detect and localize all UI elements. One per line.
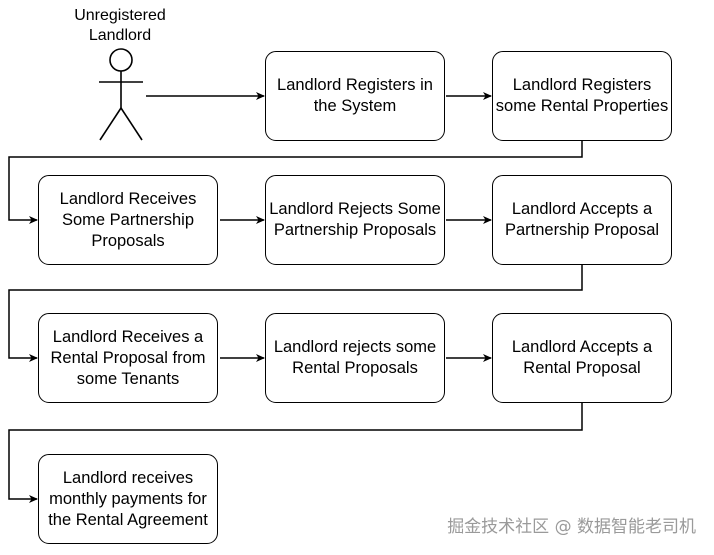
step-rejects-partnership-proposals: Landlord Rejects Some Partnership Propos… xyxy=(265,175,445,265)
step-label: Landlord Rejects Some Partnership Propos… xyxy=(269,200,441,239)
step-receives-monthly-payments: Landlord receives monthly payments for t… xyxy=(38,454,218,544)
actor-stick-figure-icon xyxy=(99,48,143,141)
step-label: Landlord receives monthly payments for t… xyxy=(48,468,208,529)
step-rejects-rental-proposals: Landlord rejects some Rental Proposals xyxy=(265,313,445,403)
step-accepts-rental-proposal: Landlord Accepts a Rental Proposal xyxy=(492,313,672,403)
actor-label: Unregistered Landlord xyxy=(50,6,190,46)
step-landlord-registers-properties: Landlord Registers some Rental Propertie… xyxy=(492,51,672,141)
watermark: 掘金技术社区 @ 数据智能老司机 xyxy=(447,517,696,537)
step-label: Landlord Accepts a Rental Proposal xyxy=(511,338,653,377)
arrow-step2-to-step3 xyxy=(8,141,583,224)
step-landlord-registers-in-system: Landlord Registers in the System xyxy=(265,51,445,141)
step-receives-partnership-proposals: Landlord Receives Some Partnership Propo… xyxy=(38,175,218,265)
step-label: Landlord rejects some Rental Proposals xyxy=(273,338,437,377)
step-label: Landlord Registers in the System xyxy=(277,76,433,115)
actor-label-line1: Unregistered xyxy=(74,7,166,24)
step-accepts-partnership-proposal: Landlord Accepts a Partnership Proposal xyxy=(492,175,672,265)
step-label: Landlord Registers some Rental Propertie… xyxy=(495,76,669,115)
arrow-step5-to-step6 xyxy=(8,265,583,362)
step-receives-rental-proposal: Landlord Receives a Rental Proposal from… xyxy=(38,313,218,403)
actor-left-leg xyxy=(99,107,122,141)
step-label: Landlord Receives Some Partnership Propo… xyxy=(59,189,197,250)
actor-head xyxy=(109,48,133,72)
step-label: Landlord Receives a Rental Proposal from… xyxy=(50,327,206,388)
step-label: Landlord Accepts a Partnership Proposal xyxy=(504,200,660,239)
actor-label-line2: Landlord xyxy=(88,27,152,44)
actor-right-leg xyxy=(120,107,143,141)
arrow-step8-to-step9 xyxy=(8,403,583,503)
